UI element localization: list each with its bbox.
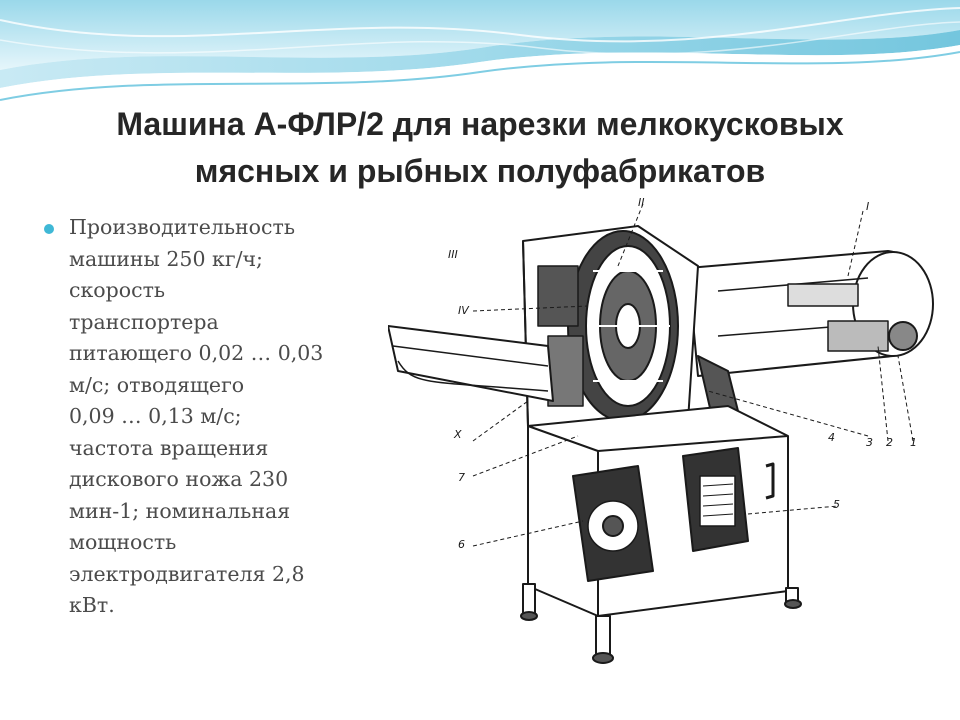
figure-label: 1 [910, 436, 917, 449]
bullet-text: Производительность машины 250 кг/ч; скор… [69, 212, 369, 622]
figure-label: 2 [886, 436, 893, 449]
bullet-line: машины 250 кг/ч; [69, 246, 263, 271]
figure-label: 3 [866, 436, 873, 449]
bullet-line: транспортера [69, 309, 219, 334]
bullet-line: мощность [69, 530, 177, 554]
bullet-line: 0,09 … 0,13 м/с; [69, 404, 242, 428]
figure-label: 4 [828, 431, 835, 444]
slide-title: Машина А-ФЛР/2 для нарезки мелкокусковых… [20, 101, 940, 195]
title-line-1: Машина А-ФЛР/2 для нарезки мелкокусковых [116, 106, 844, 142]
bullet-line: питающего 0,02 … 0,03 [69, 341, 324, 365]
figure-label: 7 [458, 471, 465, 484]
machine-drawing-figure: II III IV I X 7 6 5 4 3 2 1 [388, 196, 934, 664]
bullet-line: мин-1; номинальная [69, 498, 291, 523]
bullet-line: скорость [69, 278, 166, 302]
bullet-line: Производительность [69, 215, 296, 239]
bullet-line: м/с; отводящего [69, 372, 245, 397]
wave-header-decoration [0, 0, 960, 110]
figure-label: III [448, 248, 458, 261]
bullet-line: электродвигателя 2,8 [69, 561, 305, 586]
figure-label: 6 [458, 538, 465, 551]
bullet-line: частота вращения [69, 435, 269, 460]
figure-label: I [866, 200, 869, 213]
figure-label: II [638, 196, 645, 209]
bullet-line: дискового ножа 230 [69, 467, 289, 491]
bullet-line: кВт. [69, 593, 115, 617]
bullet-dot-icon [44, 224, 54, 234]
figure-label: X [453, 428, 462, 441]
figure-label: 5 [833, 498, 840, 511]
figure-label: IV [458, 304, 470, 317]
title-line-2: мясных и рыбных полуфабрикатов [194, 153, 766, 189]
